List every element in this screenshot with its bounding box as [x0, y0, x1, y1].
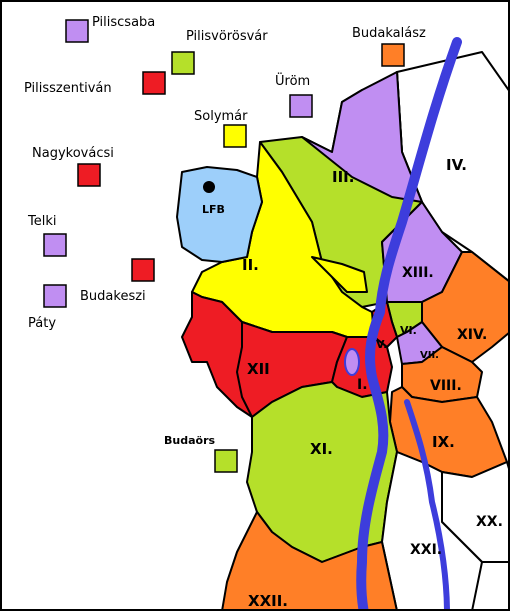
district-label: I. — [357, 377, 368, 393]
district-labels: II. III. IV. XIII. XIV. VI. VII. V. VIII… — [242, 156, 503, 610]
district-label: XX. — [476, 514, 503, 530]
town-label-pilisvorosvar: Pilisvörösvár — [186, 29, 268, 44]
district-label: VII. — [420, 350, 439, 361]
district-label: II. — [242, 256, 259, 274]
district-label: XXII. — [248, 592, 288, 610]
town-square-budakalasz[interactable] — [381, 43, 405, 67]
town-square-budakeszi[interactable] — [131, 258, 155, 282]
town-label-telki: Telki — [27, 214, 56, 229]
town-square-pilisvorosvar[interactable] — [171, 51, 195, 75]
district-label: XI. — [310, 440, 333, 458]
danube-branch — [404, 399, 450, 609]
district-XXII[interactable] — [221, 511, 398, 611]
district-label: IX. — [432, 433, 455, 451]
district-label: VIII. — [430, 378, 462, 394]
town-label-piliscsaba: Piliscsaba — [92, 15, 155, 30]
district-III-north — [301, 71, 423, 203]
town-label-budakalasz: Budakalász — [352, 26, 426, 41]
town-label-budaors: Budaörs — [164, 434, 215, 447]
town-label-budakeszi: Budakeszi — [80, 289, 146, 304]
district-II-sub — [311, 256, 368, 293]
town-square-solymar[interactable] — [223, 124, 247, 148]
district-label: IV. — [446, 156, 467, 174]
town-label-urom: Üröm — [275, 72, 310, 89]
surrounding-towns: Piliscsaba Pilisvörösvár Budakalász Pili… — [24, 15, 426, 473]
town-label-nagykovacsi: Nagykovácsi — [32, 146, 114, 161]
town-square-pilisszentivan[interactable] — [142, 71, 166, 95]
district-label: V. — [376, 338, 387, 351]
town-square-nagykovacsi[interactable] — [77, 163, 101, 187]
district-label: XIV. — [457, 327, 487, 343]
town-label-pilisszentivan: Pilisszentiván — [24, 81, 112, 96]
town-label-solymar: Solymár — [194, 109, 248, 124]
town-square-budaors[interactable] — [214, 449, 238, 473]
district-label: XIII. — [402, 265, 434, 281]
lfb-marker-dot — [203, 181, 215, 193]
district-label: VI. — [400, 324, 417, 337]
town-square-paty[interactable] — [43, 284, 67, 308]
lfb-marker-label: LFB — [202, 203, 225, 216]
town-square-urom[interactable] — [289, 94, 313, 118]
district-label: XXI. — [410, 542, 442, 558]
lfb-area[interactable] — [176, 166, 263, 263]
danube-river — [356, 37, 462, 609]
town-square-telki[interactable] — [43, 233, 67, 257]
district-label: III. — [332, 168, 354, 186]
district-label: XII — [247, 360, 270, 378]
town-square-piliscsaba[interactable] — [65, 19, 89, 43]
town-label-paty: Páty — [28, 316, 56, 331]
margaret-island — [344, 348, 360, 376]
